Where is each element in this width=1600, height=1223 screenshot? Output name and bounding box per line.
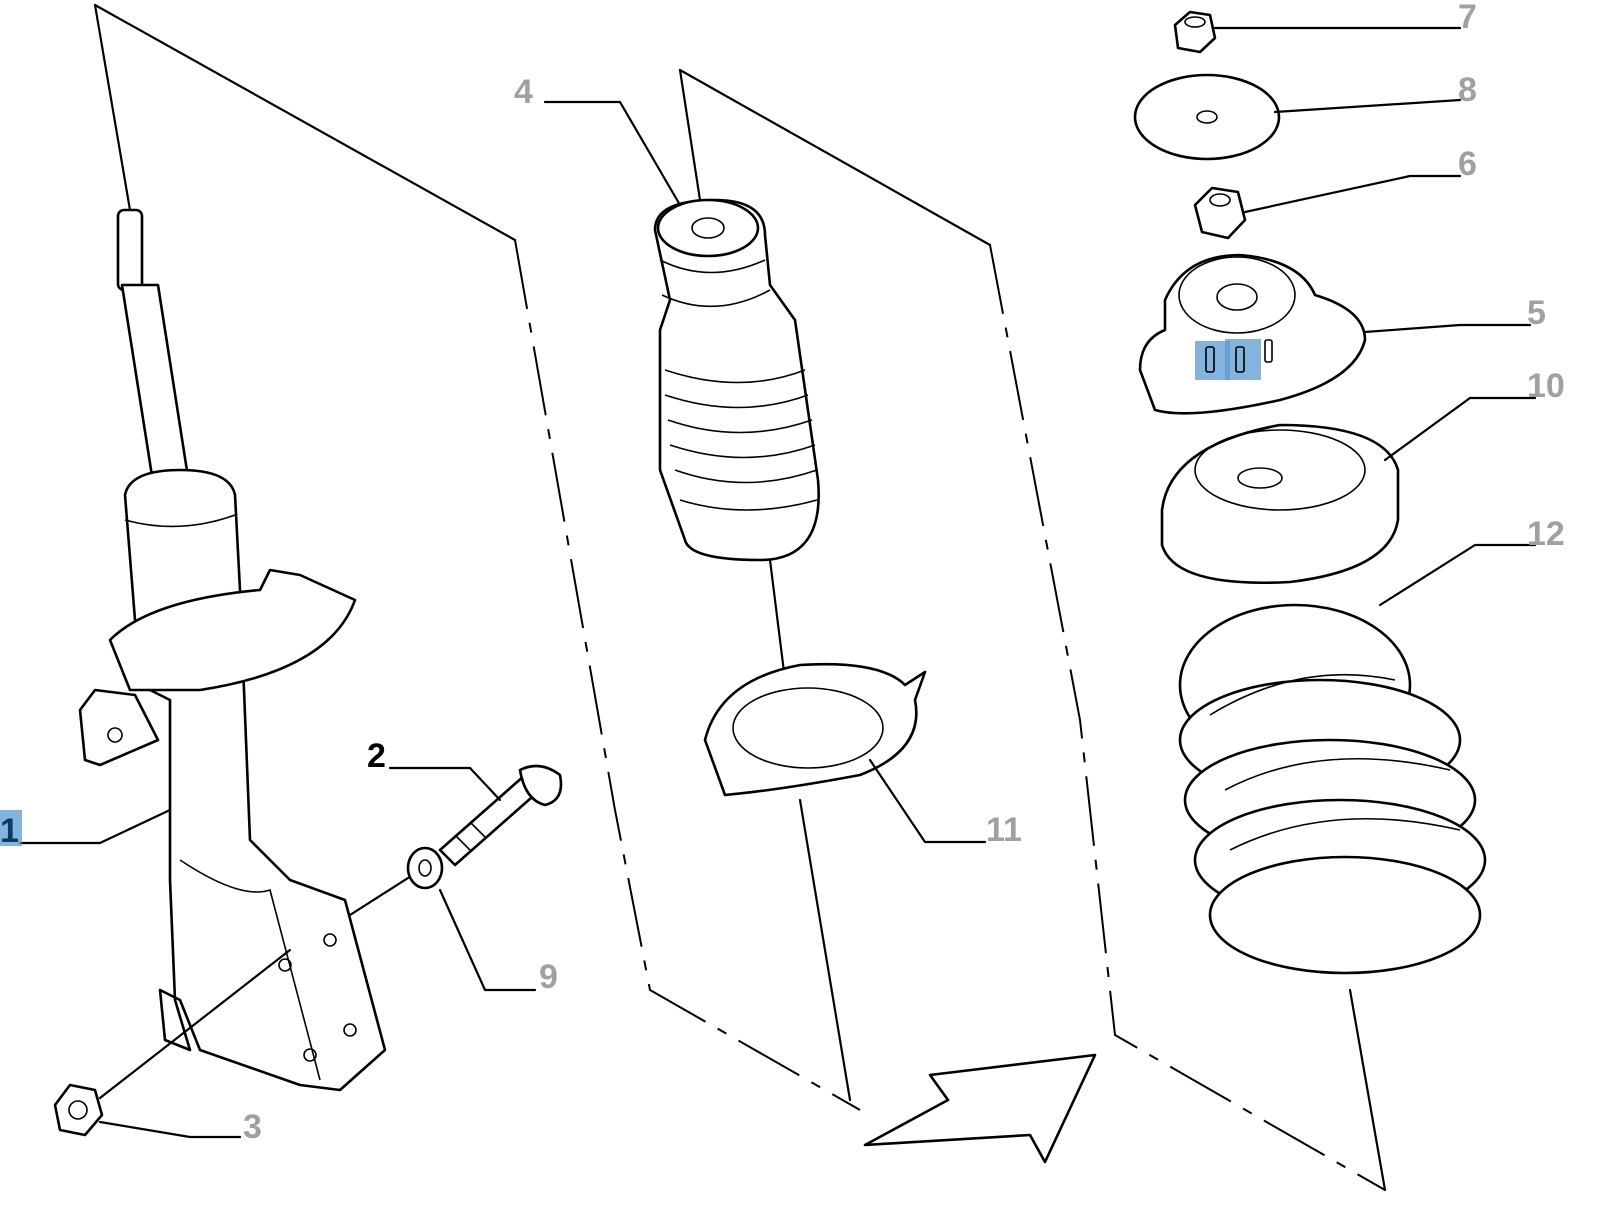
- leader-1b: [98, 808, 172, 845]
- callout-11[interactable]: 11: [986, 811, 1022, 849]
- part-3-nut[interactable]: [53, 948, 292, 1139]
- selected-label-highlight: [0, 810, 22, 846]
- callout-2[interactable]: 2: [367, 737, 386, 775]
- callout-6[interactable]: 6: [1458, 145, 1477, 183]
- callout-7[interactable]: 7: [1458, 0, 1477, 36]
- part-5-top-mount[interactable]: [1138, 253, 1532, 415]
- callout-12[interactable]: 12: [1527, 515, 1565, 553]
- callout-8[interactable]: 8: [1458, 71, 1477, 109]
- callout-1[interactable]: 1: [0, 812, 19, 850]
- part-10-bearing-seat[interactable]: [1160, 396, 1537, 584]
- callout-4[interactable]: 4: [514, 73, 533, 111]
- part-8-plate[interactable]: [1133, 73, 1462, 161]
- part-4-dust-boot[interactable]: [543, 100, 820, 562]
- callout-5[interactable]: 5: [1527, 294, 1546, 332]
- callout-9[interactable]: 9: [539, 958, 558, 996]
- callout-10[interactable]: 10: [1527, 367, 1565, 405]
- view-direction-arrow: [863, 1053, 1097, 1164]
- part-11-spring-seat[interactable]: [703, 662, 987, 844]
- part-1-strut[interactable]: [78, 208, 387, 1092]
- part-6-nut[interactable]: [1193, 174, 1462, 240]
- highlight-marker: [1225, 339, 1261, 380]
- part-12-coil-spring[interactable]: [1178, 543, 1537, 975]
- part-9-washer[interactable]: [348, 846, 537, 992]
- assembly-guide-lines: [93, 3, 1387, 1192]
- part-2-bolt[interactable]: [388, 764, 563, 867]
- callout-3[interactable]: 3: [243, 1108, 262, 1146]
- part-7-nut[interactable]: [1173, 10, 1462, 54]
